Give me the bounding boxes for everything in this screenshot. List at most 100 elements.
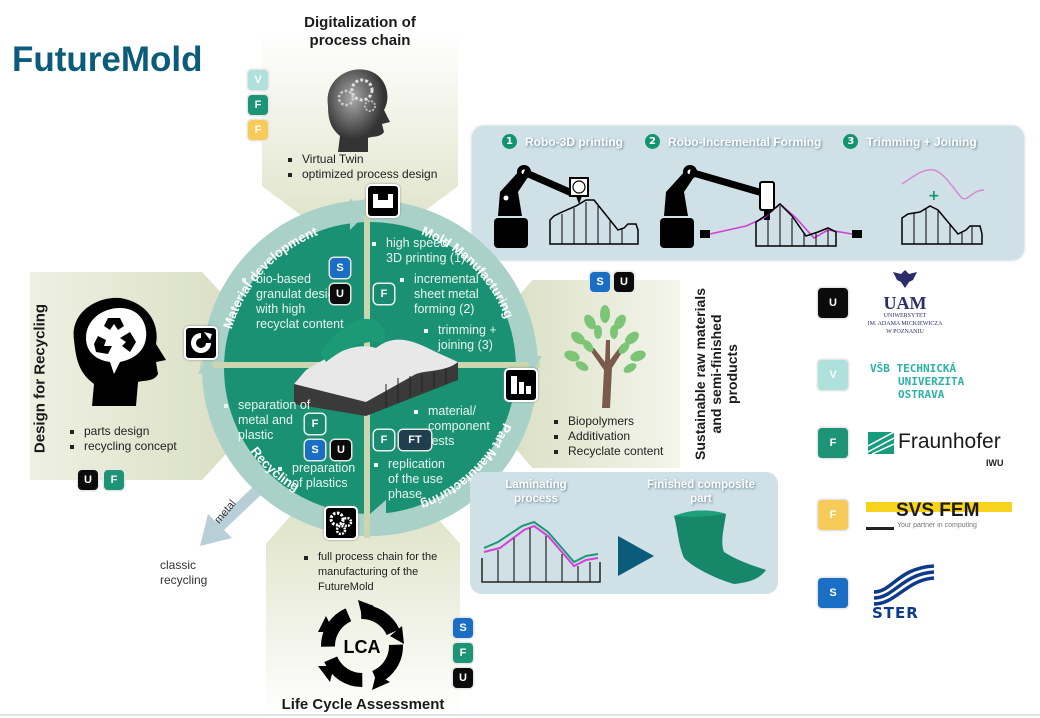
- digitalization-heading-line2: process chain: [309, 32, 411, 49]
- finished-part-label: Finished composite part: [636, 478, 766, 506]
- lca-bullet: full process chain for the manufacturing…: [302, 550, 452, 595]
- recycle-circle-icon: [184, 326, 218, 360]
- quadrant-bottom-right-badge-ft: FT: [399, 430, 431, 450]
- partner-vsb-line: VŠB TECHNICKÁ: [870, 362, 957, 375]
- digitalization-bullet: optimized process design: [286, 167, 456, 182]
- play-arrow-icon: [618, 536, 654, 576]
- quadrant-bullet: bio-based granulat design with high recy…: [240, 272, 350, 332]
- digitalization-heading: Digitalization of process chain: [262, 14, 458, 50]
- metal-outflow-arrow: [200, 484, 264, 546]
- partner-fraunhofer-sub: IWU: [986, 458, 1004, 468]
- partner-vsb-line: OSTRAVA: [898, 388, 945, 401]
- laminating-label-line2: process: [513, 493, 559, 505]
- partner-svsfem-name: SVS FEM: [896, 500, 980, 521]
- robot-forming-icon: [660, 165, 862, 248]
- step-number-1: 1: [502, 134, 517, 149]
- quadrant-bullet: trimming + joining (3): [422, 323, 508, 353]
- sustainable-bullets: Biopolymers Additivation Recyclate conte…: [552, 414, 682, 459]
- laminating-mold-icon: [481, 520, 601, 583]
- sustainable-bullet: Additivation: [552, 429, 682, 444]
- quadrant-bullet: high speed 3D printing (1): [370, 236, 466, 266]
- design-bullet: parts design: [68, 424, 218, 439]
- partner-fraunhofer-name: Fraunhofer: [898, 430, 1001, 453]
- digitalization-bullet: Virtual Twin: [286, 152, 456, 167]
- quadrant-top-right-badge-f: F: [374, 284, 394, 304]
- step-number-2: 2: [644, 134, 660, 149]
- arrow-head-bottom: [370, 500, 386, 524]
- digitalization-badge-f: F: [248, 95, 268, 115]
- step-label-2: Robo-Incremental Forming: [667, 134, 822, 149]
- ster-logo-icon: [873, 564, 935, 606]
- eagle-crest-icon: [893, 270, 917, 288]
- digitalization-heading-line1: Digitalization of: [304, 14, 416, 31]
- design-bullet: recycling concept: [68, 439, 218, 454]
- quadrant-bottom-left-badge-u: U: [331, 440, 351, 460]
- partner-badge-v: V: [818, 360, 848, 390]
- arrow-head-top: [350, 198, 366, 230]
- lca-center-label: LCA: [344, 637, 381, 657]
- lca-heading: Life Cycle Assessment: [281, 696, 445, 713]
- step-label-1: Robo-3D printing: [525, 134, 623, 149]
- design-badge-f: F: [104, 470, 124, 490]
- lca-badge-u: U: [453, 668, 473, 688]
- finished-composite-part-icon: [674, 510, 766, 584]
- quadrant-bottom-left-badge-f: F: [305, 414, 325, 434]
- sustainable-badge-s: S: [590, 272, 610, 292]
- sustainable-bullet: Biopolymers: [552, 414, 682, 429]
- page-title: FutureMold: [12, 40, 203, 79]
- partner-logo-uam: UAM Uniwersytet im. Adama Mickiewicza w …: [860, 268, 950, 336]
- tree-icon: [564, 305, 646, 408]
- digitalization-bullets: Virtual Twin optimized process design: [286, 152, 456, 182]
- quadrant-top-left-bullets: bio-based granulat design with high recy…: [240, 272, 350, 332]
- svsfem-black-bar: [866, 527, 894, 530]
- arrow-head-left: [198, 354, 214, 374]
- laminating-label-line1: Laminating: [505, 479, 567, 491]
- quadrant-top-left-badge-s: S: [330, 258, 350, 278]
- fraunhofer-logo-icon: [868, 432, 894, 454]
- trimming-joining-icon: +: [901, 168, 985, 245]
- sustainable-bullet: Recyclate content: [552, 444, 682, 459]
- quadrant-bottom-left-badge-s: S: [305, 440, 325, 460]
- partner-badge-f-fraunhofer: F: [818, 428, 848, 458]
- brain-gears-head-icon: [327, 69, 390, 152]
- gears-icon: [324, 506, 358, 540]
- lca-bullets: full process chain for the manufacturing…: [302, 550, 452, 595]
- step-label-3: Trimming + Joining: [866, 134, 977, 149]
- sustainable-heading-line2: and semi-finished products: [708, 314, 740, 434]
- mold-part-image: [294, 318, 458, 416]
- classic-recycling-line2: recycling: [160, 573, 208, 587]
- bar-chart-icon: [504, 368, 538, 402]
- sustainable-badge-u: U: [614, 272, 634, 292]
- head-recycle-icon: [73, 297, 166, 406]
- sustainable-heading: Sustainable raw materials and semi-finis…: [692, 284, 740, 464]
- design-for-recycling-bullets: parts design recycling concept: [68, 424, 218, 454]
- quadrant-bullet: replication of the use phase: [372, 457, 458, 502]
- quadrant-bullet: material/ component tests: [412, 404, 498, 449]
- quadrant-bullet: incremental sheet metal forming (2): [398, 272, 494, 317]
- quadrant-bottom-right-bullets: material/ component tests replication of…: [372, 404, 502, 502]
- bottom-divider: [0, 714, 1040, 716]
- sustainable-heading-line1: Sustainable raw materials: [692, 288, 708, 460]
- finished-part-label-line2: part: [690, 493, 712, 505]
- arrow-head-right: [526, 356, 542, 374]
- partner-ster-name: STER: [872, 604, 919, 622]
- robot-3d-printer-icon: [494, 165, 639, 248]
- digitalization-badge-f-yellow: F: [248, 120, 268, 140]
- quadrant-bullet: preparation of plastics: [276, 461, 362, 491]
- partner-badge-u: U: [818, 288, 848, 318]
- digitalization-badge-v: V: [248, 70, 268, 90]
- partner-vsb-line: UNIVERZITA: [898, 375, 965, 388]
- lca-badge-s: S: [453, 618, 473, 638]
- partner-badge-f-svsfem: F: [818, 500, 848, 530]
- partner-uam-line: Uniwersytet: [883, 313, 927, 319]
- mold-icon: [366, 184, 400, 218]
- partner-logo-vsb: VŠB TECHNICKÁ UNIVERZITA OSTRAVA: [870, 362, 964, 401]
- classic-recycling-line1: classic: [160, 558, 197, 572]
- partner-badge-s: S: [818, 578, 848, 608]
- quadrant-top-left-badge-u: U: [330, 284, 350, 304]
- lca-cycle-icon: LCA: [318, 600, 404, 690]
- quadrant-top-right-bullets: high speed 3D printing (1) incremental s…: [370, 236, 500, 353]
- classic-recycling-label: classic recycling: [160, 558, 207, 588]
- design-for-recycling-heading: Design for Recycling: [31, 303, 49, 454]
- quadrant-bullet: separation of metal and plastic: [222, 398, 318, 443]
